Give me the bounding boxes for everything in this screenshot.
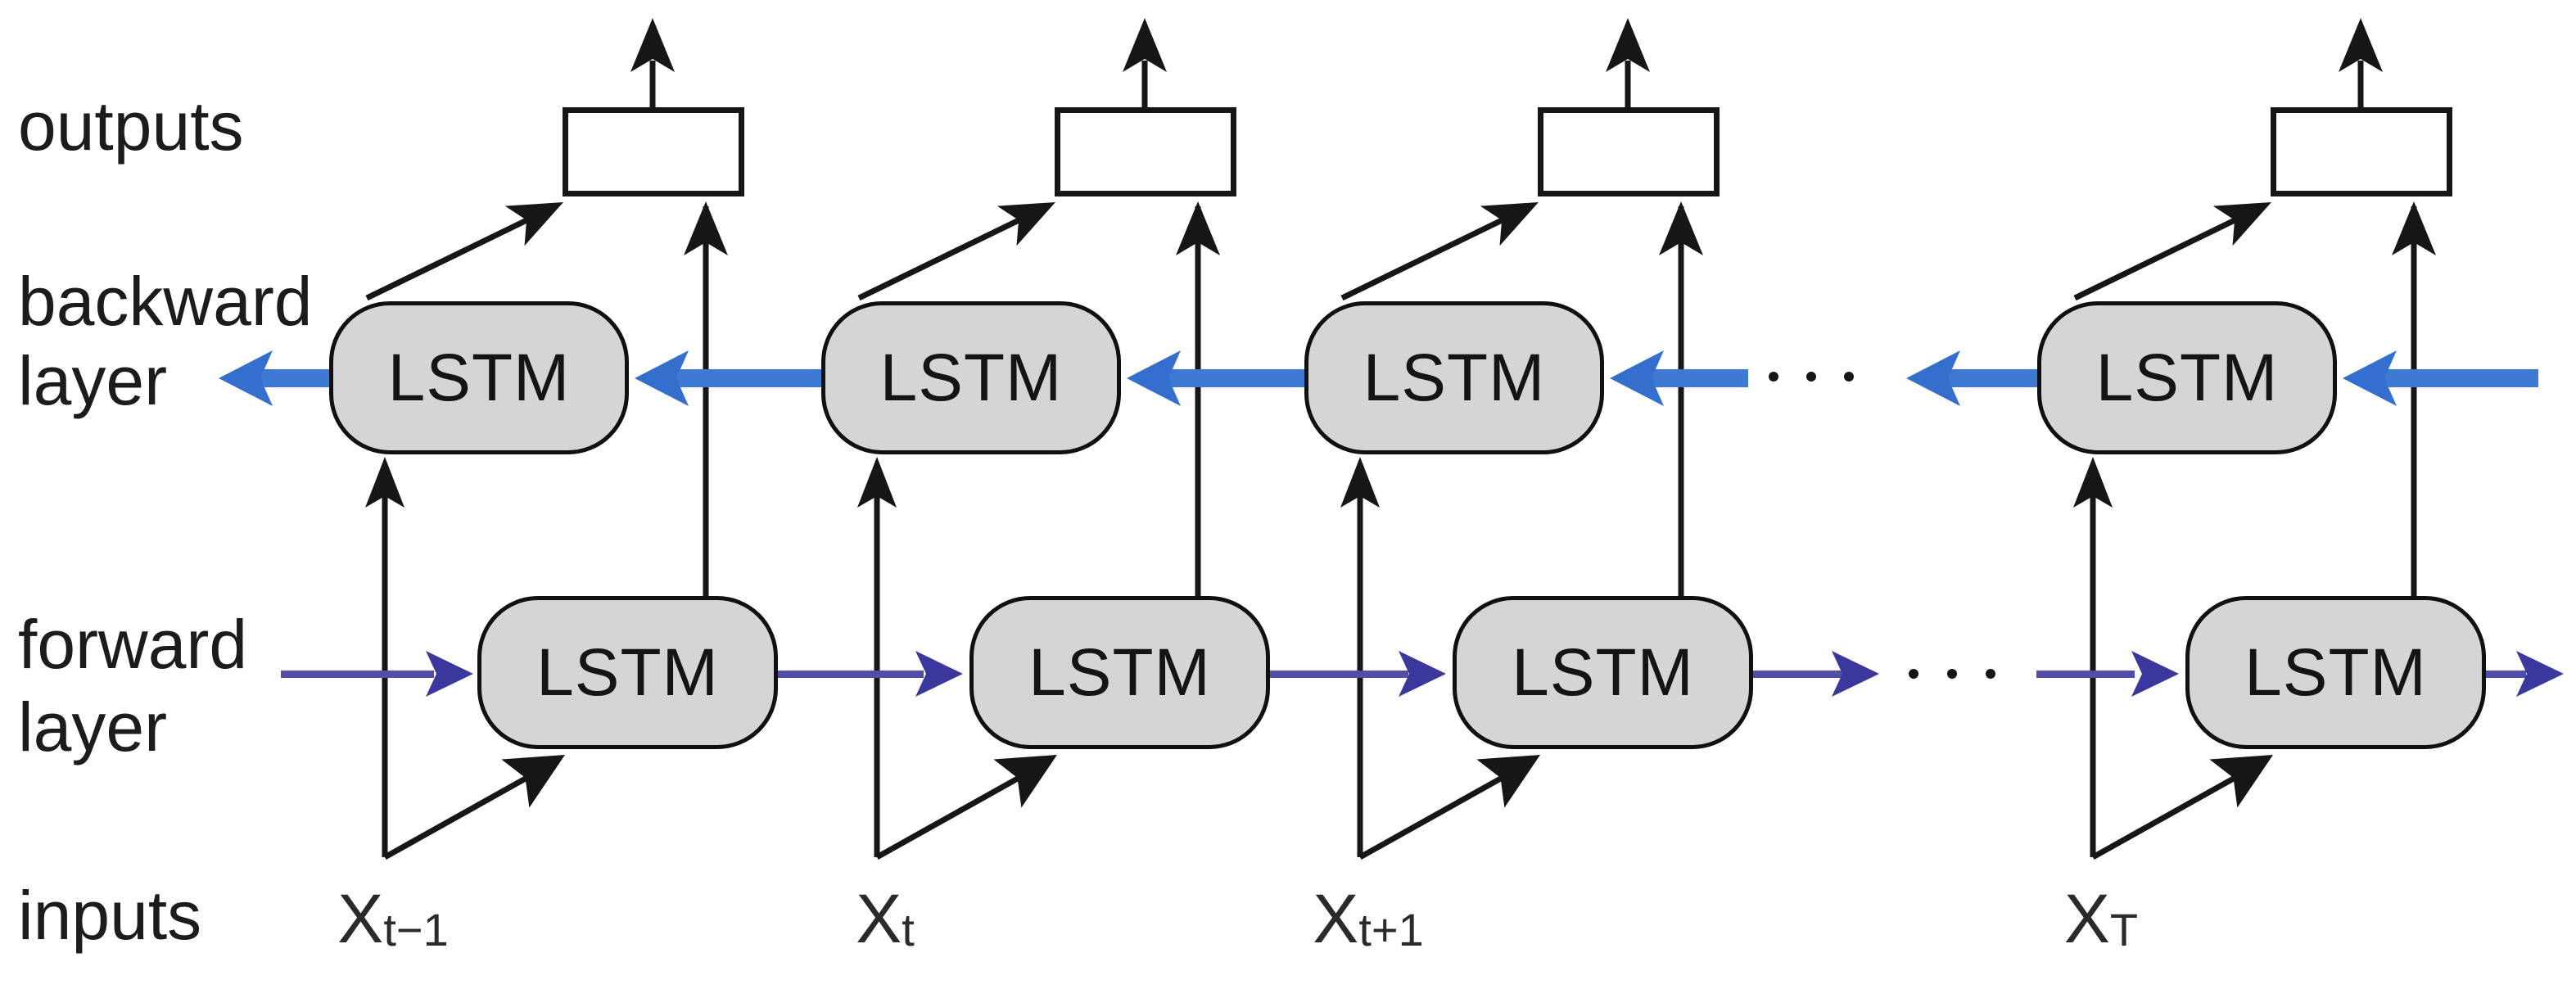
input-to-backward-line-col2 (857, 457, 897, 857)
input-symbol: X (856, 880, 902, 957)
lstm-node-label: LSTM (1363, 340, 1546, 415)
backward-arrow-exit-left (219, 350, 330, 406)
output-arrow-col4 (2339, 18, 2383, 110)
output-box-col4 (2271, 107, 2452, 196)
backward-arrow-col3-to-col2 (1127, 350, 1305, 406)
backward-to-output-diagonal-col1 (365, 202, 563, 301)
input-symbol: X (1313, 880, 1359, 957)
forward-to-output-line-col2 (1176, 201, 1220, 598)
input-to-backward-line-col1 (365, 457, 404, 857)
output-arrow-col2 (1123, 18, 1167, 110)
input-to-forward-diagonal-col3 (1358, 755, 1540, 860)
backward-lstm-col4: LSTM (2037, 301, 2337, 454)
input-subscript: t+1 (1358, 904, 1424, 955)
backward-lstm-col1: LSTM (329, 301, 629, 454)
backward-arrow-into-col3 (1610, 350, 1748, 406)
lstm-node-label: LSTM (2095, 340, 2279, 415)
forward-lstm-col2: LSTM (969, 596, 1270, 749)
forward-lstm-col3: LSTM (1453, 596, 1753, 749)
outputs-label: outputs (18, 88, 244, 165)
lstm-node-label: LSTM (1028, 634, 1211, 710)
lstm-node-label: LSTM (387, 340, 571, 415)
output-arrow-col3 (1606, 18, 1650, 110)
forward-lstm-col4: LSTM (2185, 596, 2486, 749)
output-box-col3 (1538, 107, 1720, 196)
lstm-node-label: LSTM (879, 340, 1063, 415)
backward-arrow-col4-exit (1906, 350, 2038, 406)
backward-to-output-diagonal-col2 (857, 202, 1055, 301)
input-to-backward-line-col4 (2073, 457, 2113, 857)
output-box-col2 (1055, 107, 1236, 196)
ellipsis-forward-row (1909, 669, 1995, 679)
forward-to-output-line-col1 (684, 201, 728, 598)
lstm-node-label: LSTM (536, 634, 719, 710)
forward-arrow-exit-right (2456, 651, 2564, 697)
input-to-backward-line-col3 (1340, 457, 1380, 857)
backward-to-output-diagonal-col4 (2073, 202, 2271, 301)
forward-to-output-line-col3 (1659, 201, 1703, 598)
forward-arrow-col3-exit (1753, 651, 1879, 697)
backward-arrow-into-col4 (2343, 350, 2538, 406)
inputs-label: inputs (18, 877, 202, 954)
lstm-node-label: LSTM (1512, 634, 1694, 710)
input-subscript: t (902, 904, 915, 955)
input-label-t-plus-1: Xt+1 (1313, 884, 1423, 953)
backward-arrow-col2-to-col1 (635, 350, 822, 406)
input-symbol: X (2063, 880, 2110, 957)
input-to-forward-diagonal-col4 (2091, 755, 2273, 860)
forward-layer-label: forward (18, 606, 248, 683)
ellipsis-backward-row (1769, 372, 1854, 382)
forward-arrow-enter-left (281, 651, 473, 697)
forward-layer-label-line2: layer (18, 689, 168, 765)
backward-lstm-col3: LSTM (1304, 301, 1604, 454)
output-arrow-col1 (630, 18, 675, 110)
input-label-t-minus-1: Xt−1 (337, 884, 448, 953)
input-subscript: T (2109, 904, 2139, 955)
forward-arrow-col1-to-col2 (778, 651, 963, 697)
input-label-T: XT (2064, 884, 2138, 953)
forward-arrow-col2-to-col3 (1270, 651, 1446, 697)
lstm-node-label: LSTM (2244, 634, 2427, 710)
input-to-forward-diagonal-col2 (875, 755, 1057, 860)
input-subscript: t−1 (383, 904, 449, 955)
forward-lstm-col1: LSTM (477, 596, 778, 749)
input-symbol: X (337, 880, 384, 957)
backward-to-output-diagonal-col3 (1340, 202, 1539, 301)
output-box-col1 (563, 107, 744, 196)
input-to-forward-diagonal-col1 (383, 755, 565, 860)
backward-lstm-col2: LSTM (821, 301, 1121, 454)
input-label-t: Xt (856, 884, 915, 953)
forward-arrow-into-col4 (2036, 651, 2179, 697)
backward-layer-label: backward (18, 263, 313, 340)
forward-to-output-line-col4 (2392, 201, 2436, 598)
backward-layer-label-line2: layer (18, 342, 168, 419)
